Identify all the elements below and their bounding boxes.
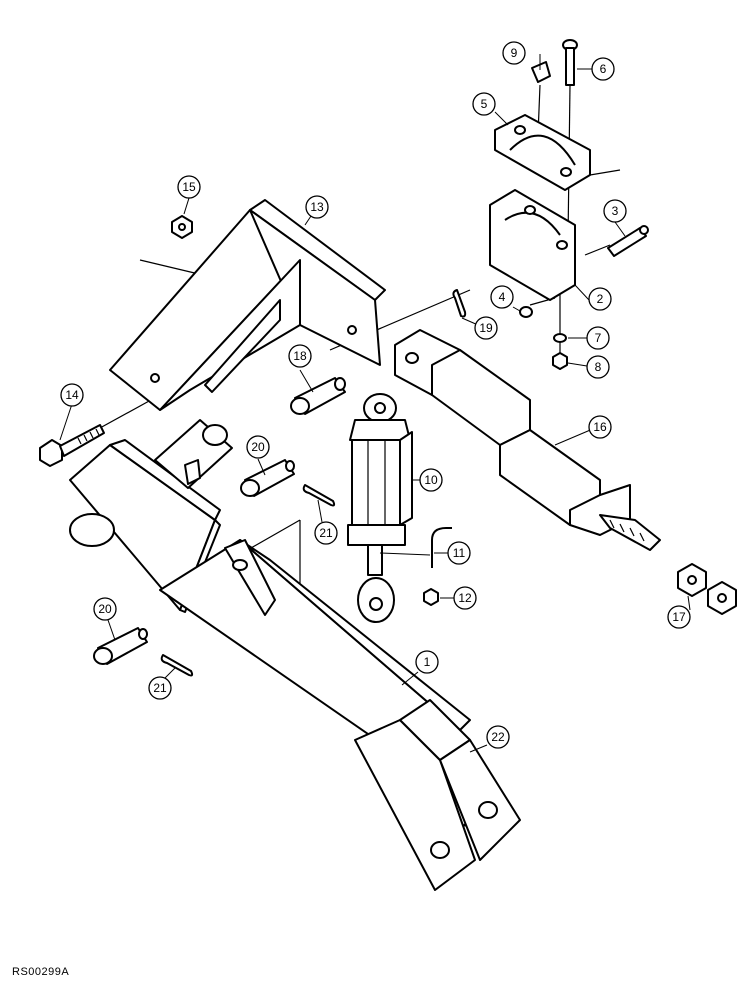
callout-16: 16 [588,415,612,439]
callout-19: 19 [474,316,498,340]
svg-text:8: 8 [595,360,602,374]
callout-17: 17 [667,605,691,629]
part-4-bushing [519,306,533,318]
part-22-yoke [354,699,521,891]
svg-text:21: 21 [319,526,333,540]
callout-15: 15 [177,175,201,199]
part-12-nut [423,588,439,606]
part-9-grease-fitting [531,61,551,83]
svg-text:22: 22 [491,730,505,744]
svg-text:13: 13 [310,200,324,214]
part-6-bolt [562,39,578,86]
svg-text:20: 20 [98,602,112,616]
svg-text:18: 18 [293,349,307,363]
callout-20-lower: 20 [93,597,117,621]
callout-6: 6 [591,57,615,81]
callout-11: 11 [447,541,471,565]
svg-text:9: 9 [511,46,518,60]
part-1-main-frame [69,419,471,771]
part-10-cylinder [347,393,413,623]
callout-22: 22 [486,725,510,749]
svg-text:4: 4 [499,290,506,304]
callout-1: 1 [415,650,439,674]
part-2-lower-clamp [489,189,576,301]
callout-14: 14 [60,383,84,407]
svg-text:11: 11 [453,546,466,560]
part-3-bolt [607,225,649,257]
part-21-cotter-lower [160,654,194,677]
svg-text:12: 12 [458,591,472,605]
part-21-cotter-upper [302,484,336,507]
svg-text:19: 19 [479,321,493,335]
callout-21-upper: 21 [314,521,338,545]
part-16-tube [394,329,661,551]
svg-text:17: 17 [672,610,686,624]
callout-8: 8 [586,355,610,379]
svg-text:10: 10 [424,473,438,487]
callout-7: 7 [586,326,610,350]
part-20-pin-upper [240,459,295,497]
part-18-pin [290,377,346,415]
figure-reference-code: RS00299A [12,966,70,978]
svg-text:3: 3 [612,204,619,218]
callout-9: 9 [502,41,526,65]
part-7-washer [553,333,567,343]
svg-text:21: 21 [153,681,167,695]
callout-2: 2 [588,287,612,311]
part-8-nut [552,352,568,370]
callout-20-upper: 20 [246,435,270,459]
part-20-pin-lower [93,627,148,665]
callout-13: 13 [305,195,329,219]
svg-text:2: 2 [597,292,604,306]
svg-text:20: 20 [251,440,265,454]
callout-10: 10 [419,468,443,492]
part-5-upper-clamp [494,114,591,191]
svg-text:7: 7 [595,331,602,345]
part-14-bolt [39,424,105,467]
svg-text:16: 16 [593,420,607,434]
callout-18: 18 [288,344,312,368]
part-19-cotter [452,289,467,318]
svg-text:14: 14 [65,388,79,402]
part-11-fitting [431,527,452,568]
callout-5: 5 [472,92,496,116]
callout-4: 4 [490,285,514,309]
callout-21-lower: 21 [148,676,172,700]
svg-text:6: 6 [600,62,607,76]
part-13-bracket [109,199,386,411]
callout-3: 3 [603,199,627,223]
svg-text:15: 15 [182,180,196,194]
part-17-nuts [677,563,737,615]
part-15-nut [171,215,193,239]
svg-text:5: 5 [481,97,488,111]
svg-text:1: 1 [424,655,431,669]
callout-12: 12 [453,586,477,610]
leader-lines [59,54,691,753]
